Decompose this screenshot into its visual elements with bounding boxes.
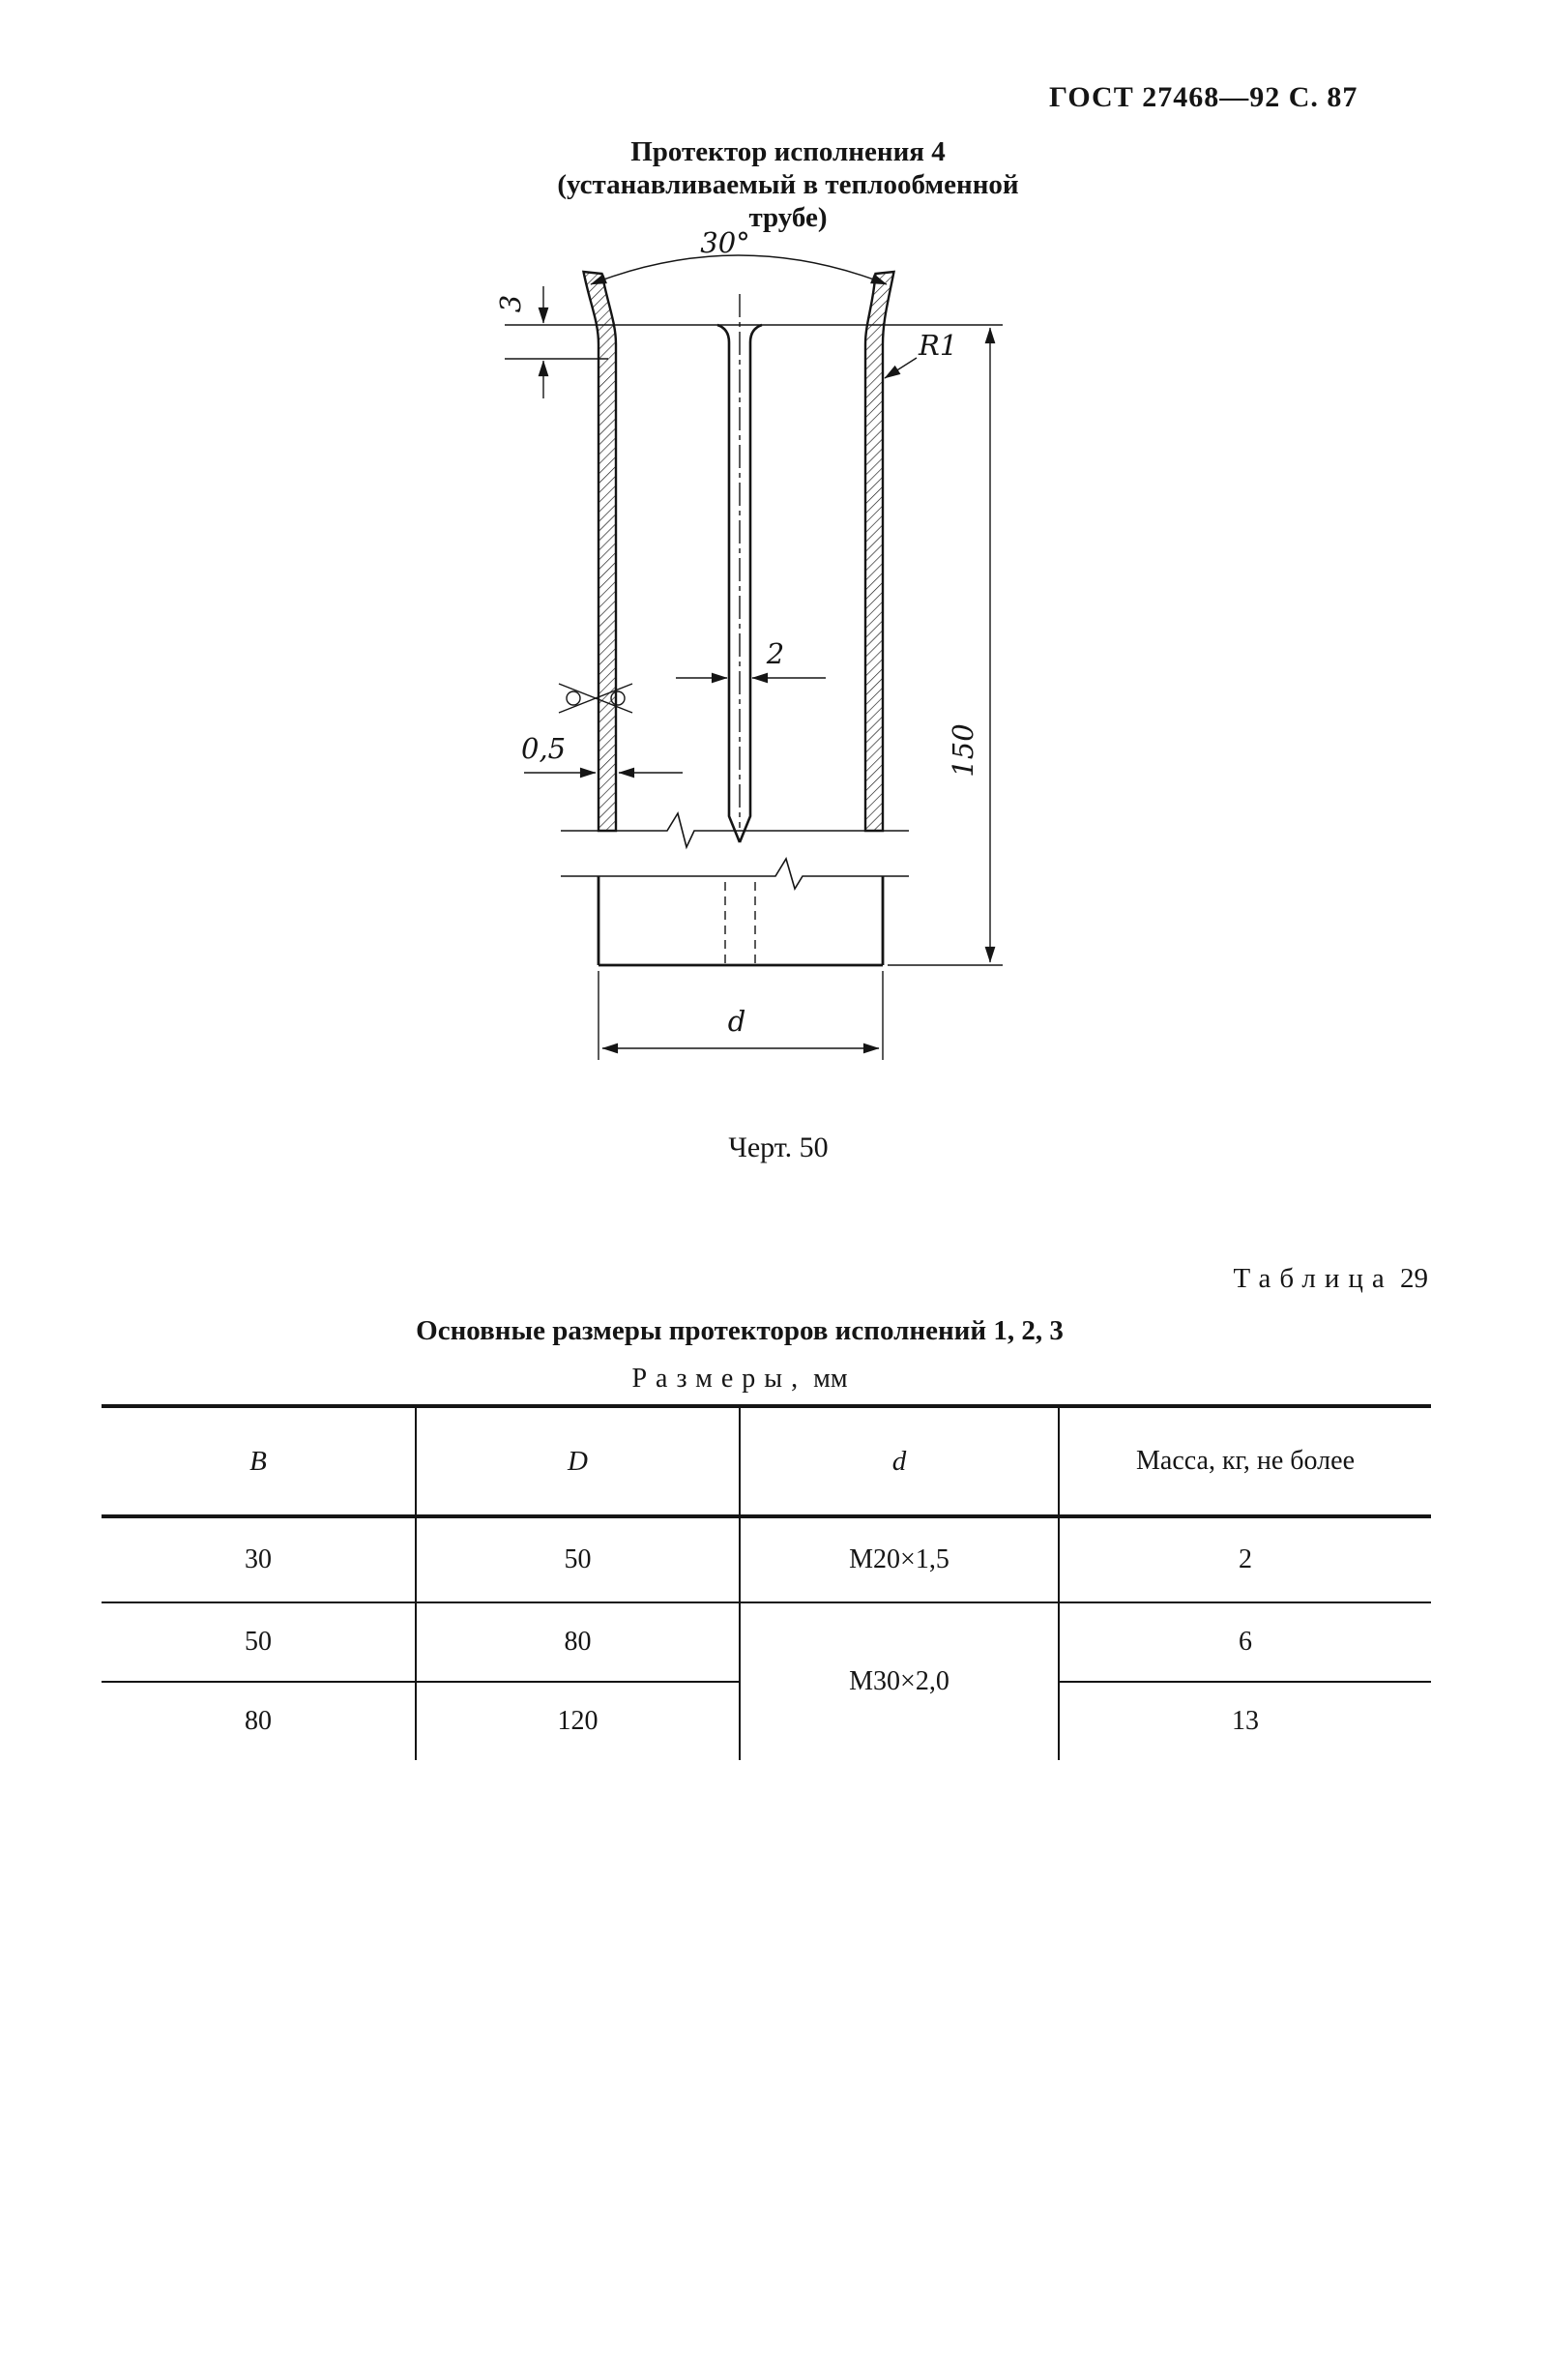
figure-title-line1: Протектор исполнения 4 — [630, 136, 946, 167]
dimension-lines — [505, 254, 1003, 1060]
table-header-row: В D d Масса, кг, не более — [102, 1406, 1431, 1518]
table-title: Основные размеры протекторов исполнений … — [416, 1315, 1064, 1346]
cell-B: 50 — [102, 1602, 417, 1683]
cell-D: 120 — [416, 1682, 741, 1760]
cell-D: 50 — [416, 1516, 741, 1603]
table-row: 30 50 М20×1,5 2 — [102, 1516, 1431, 1603]
col-header-mass: Масса, кг, не более — [1059, 1406, 1431, 1518]
dim-2-label: 2 — [766, 637, 784, 670]
table-row: 50 80 М30×2,0 6 — [102, 1602, 1431, 1760]
table-label-number: 29 — [1400, 1263, 1428, 1294]
figure-caption: Черт. 50 — [728, 1131, 829, 1163]
cell-mass: 2 — [1059, 1516, 1431, 1603]
cell-B: 80 — [102, 1682, 417, 1760]
table-label: Таблица 29 — [1233, 1263, 1428, 1295]
standard-number: ГОСТ 27468—92 С. 87 — [1049, 81, 1358, 113]
dim-r1-label: R1 — [918, 329, 957, 362]
figure-title-line3: трубе) — [748, 202, 828, 233]
dim-d-label: d — [728, 1005, 746, 1038]
tube-outline — [582, 270, 895, 967]
figure-title-line2: (устанавливаемый в теплообменной — [557, 169, 1019, 200]
dim-angle-label: 30° — [700, 226, 749, 259]
table-label-word: Таблица — [1233, 1263, 1393, 1294]
figure-title: Протектор исполнения 4 (устанавливаемый … — [440, 135, 1136, 234]
cell-d: М20×1,5 — [740, 1516, 1060, 1603]
cell-B: 30 — [102, 1516, 417, 1603]
table-units-value: мм — [813, 1364, 848, 1394]
dim-3-label: 3 — [494, 295, 527, 312]
col-header-D: D — [416, 1406, 741, 1518]
table-units: Размеры, мм — [63, 1364, 1417, 1395]
dim-05-label: 0,5 — [521, 732, 566, 765]
left-wall-section — [582, 270, 618, 833]
col-header-d: d — [740, 1406, 1060, 1518]
table-units-word: Размеры, — [631, 1364, 807, 1394]
technical-drawing: 30° 3 R1 2 0,5 150 d — [494, 226, 1003, 1060]
cell-d-merged: М30×2,0 — [740, 1602, 1060, 1760]
dimensions-table: В D d Масса, кг, не более 30 50 М20×1,5 … — [102, 1404, 1431, 1760]
col-header-B: В — [102, 1406, 417, 1518]
dim-150-label: 150 — [947, 723, 979, 777]
right-wall-section — [863, 270, 895, 833]
dimension-labels: 30° 3 R1 2 0,5 150 d — [494, 226, 979, 1038]
cell-mass: 6 — [1059, 1602, 1431, 1683]
table-row: 80 120 13 — [102, 1682, 1431, 1760]
cell-mass: 13 — [1232, 1706, 1259, 1736]
cell-D: 80 — [416, 1602, 741, 1683]
